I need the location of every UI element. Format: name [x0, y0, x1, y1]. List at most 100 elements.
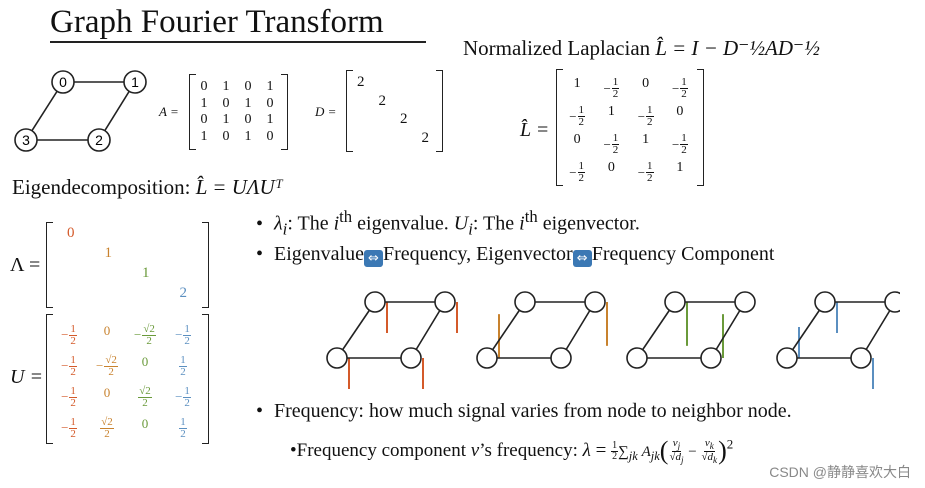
matrix-lambda-label: Λ = [10, 254, 41, 276]
graph-node: 0 [51, 70, 75, 94]
bullet-frequency-mapping: •Eigenvalue⇔Frequency, Eigenvector⇔Frequ… [256, 243, 775, 267]
graph-node [434, 291, 456, 313]
graph-node [734, 291, 756, 313]
graph-node: 3 [14, 128, 38, 152]
matrix-cell: 1 [244, 95, 252, 111]
graph-edge [636, 301, 676, 359]
matrix-cell: 1 [607, 104, 615, 119]
laplacian-header: Normalized Laplacian L̂ = I − D⁻½AD⁻½ [463, 36, 820, 61]
matrix-u-right-bracket [202, 314, 209, 444]
graph-node [400, 347, 422, 369]
svg-text:0: 0 [59, 74, 67, 90]
slide-title: Graph Fourier Transform [50, 4, 384, 40]
graph-node [664, 291, 686, 313]
graph-node [884, 291, 900, 313]
signal-graph [326, 291, 458, 389]
matrix-d-right-bracket [436, 70, 443, 152]
graph-node [550, 347, 572, 369]
matrix-cell: 1 [200, 95, 208, 111]
matrix-cell: 0 [200, 79, 208, 95]
laplacian-formula: L̂ = I − D⁻½AD⁻½ [655, 36, 820, 60]
graph-node [584, 291, 606, 313]
matrix-cell: 0 [573, 132, 581, 147]
matrix-cell: 0 [676, 104, 684, 119]
matrix-cell: 1 [104, 245, 113, 261]
matrix-cell: 0 [266, 128, 274, 144]
graph-node: 1 [123, 70, 147, 94]
graph-node [700, 347, 722, 369]
matrix-cell: 0 [266, 95, 274, 111]
matrix-cell: 2 [378, 92, 387, 109]
matrix-cell: 1 [142, 265, 150, 281]
graph-node [814, 291, 836, 313]
matrix-a-right-bracket [281, 74, 288, 150]
matrix-d-left-bracket [346, 70, 353, 152]
matrix-a-left-bracket [189, 74, 196, 150]
matrix-l-label: L̂ = [520, 119, 550, 141]
matrix-cell: 0 [222, 95, 230, 111]
left-right-arrow-icon: ⇔ [363, 250, 383, 267]
example-graph: 0 1 2 3 [14, 70, 147, 152]
eigenvector-signal-graphs [326, 291, 900, 389]
matrix-cell: 1 [244, 128, 252, 144]
matrix-cell: 1 [222, 112, 230, 128]
svg-text:3: 3 [22, 132, 30, 148]
watermark: CSDN @静静喜欢大白 [769, 464, 911, 480]
matrix-cell: 0 [103, 384, 111, 400]
matrix-a-label: A = [159, 104, 179, 119]
graph-node [850, 347, 872, 369]
graph-node [326, 347, 348, 369]
graph-edge [860, 301, 896, 359]
laplacian-header-text: Normalized Laplacian [463, 36, 651, 60]
eigen-formula: L̂ = UΛUᵀ [195, 175, 283, 199]
matrix-cell: 2 [357, 74, 365, 91]
eigen-header-text: Eigendecomposition: [12, 175, 191, 199]
matrix-u-left-bracket [46, 314, 53, 444]
graph-node [776, 347, 798, 369]
matrix-cell: 0 [642, 76, 650, 91]
graph-node [514, 291, 536, 313]
matrix-cell: 2 [179, 285, 188, 301]
matrix-cell: 1 [266, 79, 274, 95]
graph-edge [710, 301, 746, 359]
matrix-cell: 1 [222, 79, 230, 95]
bullet-frequency-formula: •Frequency component v’s frequency: λ = … [290, 436, 734, 466]
matrix-lambda-left-bracket [46, 222, 53, 308]
matrix-d-label: D = [315, 104, 337, 119]
left-right-arrow-icon: ⇔ [572, 250, 592, 267]
svg-text:2: 2 [95, 132, 103, 148]
signal-graph [476, 291, 608, 369]
matrix-cell: 2 [421, 129, 430, 146]
graph-edge [560, 301, 596, 359]
matrix-u-label: U = [10, 366, 43, 388]
matrix-cell: 0 [222, 128, 230, 144]
signal-graph [776, 291, 900, 389]
graph-node [476, 347, 498, 369]
bullet-eigen-definition: •λi: The ith eigenvalue. Ui: The ith eig… [256, 207, 640, 239]
bullet-frequency-definition: •Frequency: how much signal varies from … [256, 400, 792, 422]
graph-edge [410, 301, 446, 359]
matrix-cell: 0 [244, 79, 252, 95]
matrix-cell: 0 [607, 160, 615, 175]
matrix-cell: 1 [200, 128, 208, 144]
matrix-cell: 0 [141, 353, 149, 369]
graph-edge [336, 301, 376, 359]
